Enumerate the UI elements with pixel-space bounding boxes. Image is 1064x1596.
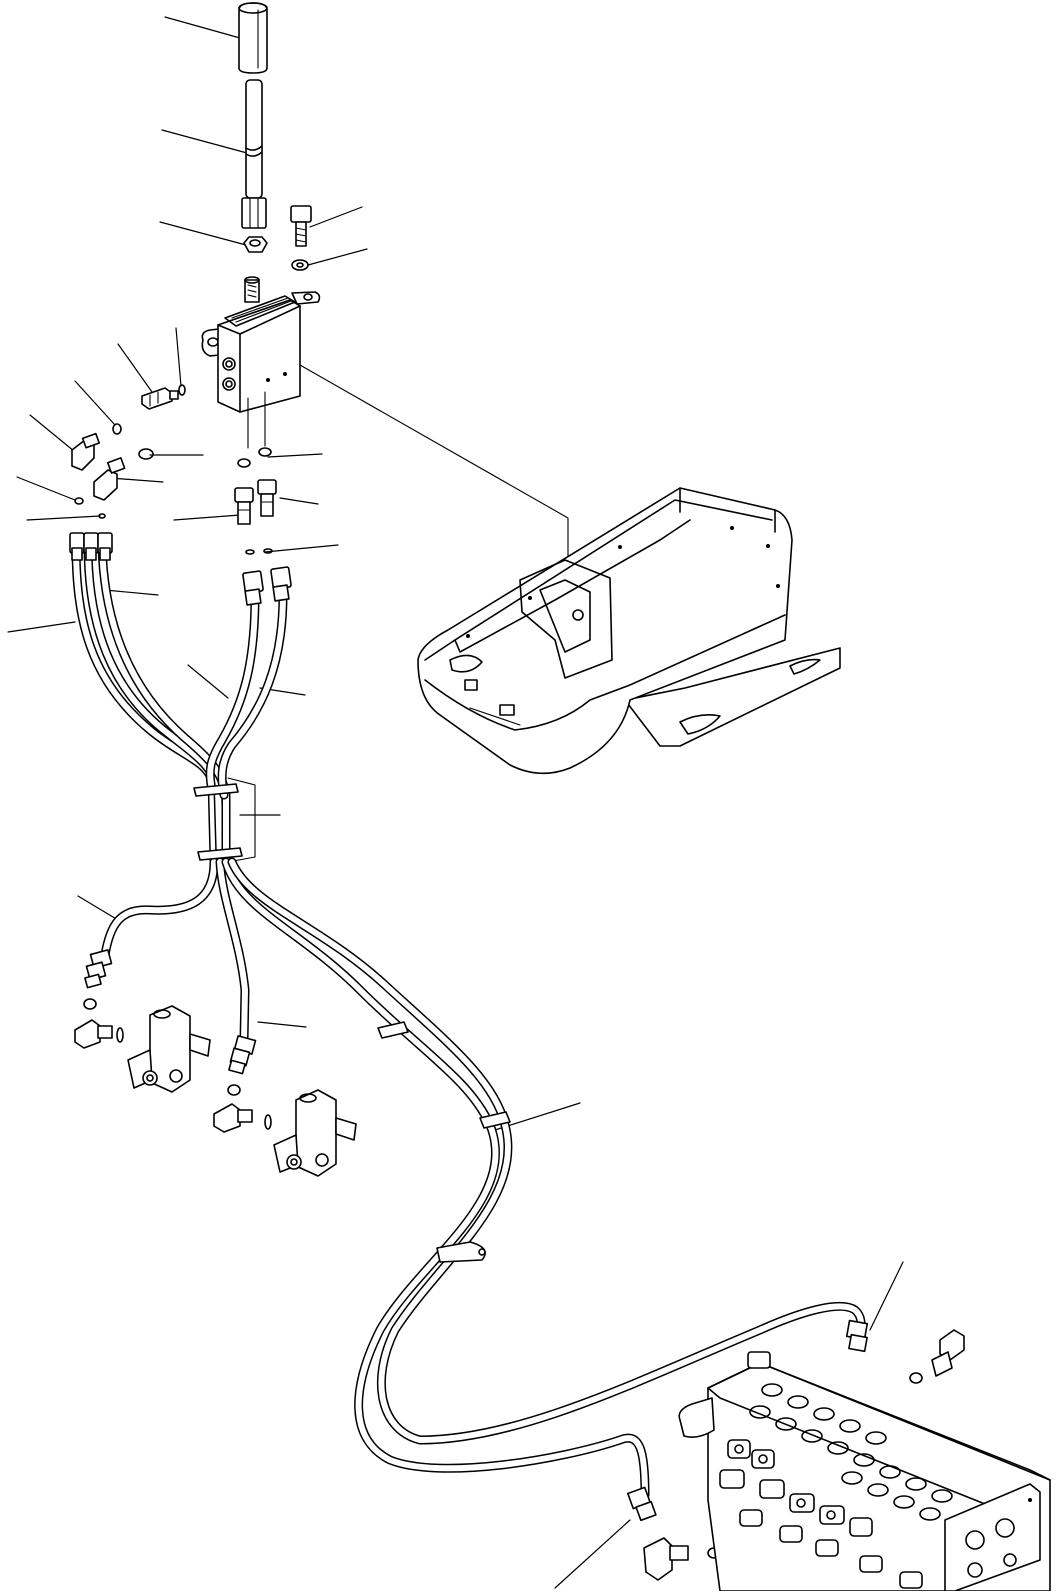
leader-knob <box>165 17 240 38</box>
leader-oring-d <box>27 516 100 520</box>
leader-hose-c <box>188 665 228 698</box>
leader-elbow-a <box>30 415 80 456</box>
pilot-valve <box>202 277 319 448</box>
valve-side-fittings <box>720 1440 922 1588</box>
leader-nut <box>160 222 246 245</box>
leader-conn-b <box>174 515 240 520</box>
leader-conn-a <box>280 498 318 504</box>
leader-conn-oring-b <box>265 545 338 552</box>
shuttle-valve <box>128 1006 356 1176</box>
leader-clamp-box <box>228 778 255 862</box>
connector-fitting <box>70 533 867 1520</box>
leader-hose-b <box>8 622 75 632</box>
connector-fitting <box>235 480 276 524</box>
leader-hose-i <box>555 1520 630 1588</box>
control-valve <box>679 1352 1050 1591</box>
valve-bracket-housing <box>418 488 840 773</box>
o-ring <box>75 385 272 554</box>
bolt <box>291 206 311 246</box>
leader-oring-a <box>176 328 181 386</box>
leader-hose-e <box>78 896 118 920</box>
leader-plug <box>118 344 152 392</box>
leader-oring-c <box>17 477 75 500</box>
lock-nut <box>244 237 267 252</box>
leader-conn-oring <box>268 454 322 457</box>
leader-lines <box>8 17 903 1588</box>
leader-bolt <box>310 207 362 227</box>
washer <box>292 260 308 270</box>
lever-knob <box>239 3 267 73</box>
leader-hose-h <box>870 1262 903 1330</box>
connector-fitting <box>142 388 178 409</box>
leader-hose-a <box>105 590 158 595</box>
hose-bundle <box>76 545 861 1495</box>
leader-oring-b <box>75 381 115 425</box>
leader-washer <box>308 249 367 265</box>
leader-valve-housing <box>300 365 568 570</box>
valve-ports <box>750 1384 952 1520</box>
lever-rod <box>242 80 266 228</box>
elbow-fitting <box>72 434 125 500</box>
elbow-fitting <box>75 999 964 1580</box>
leader-hose-f <box>258 1022 306 1027</box>
leader-elbow-b <box>110 478 163 482</box>
leader-rod <box>162 130 247 153</box>
hose-clamp <box>194 784 510 1262</box>
